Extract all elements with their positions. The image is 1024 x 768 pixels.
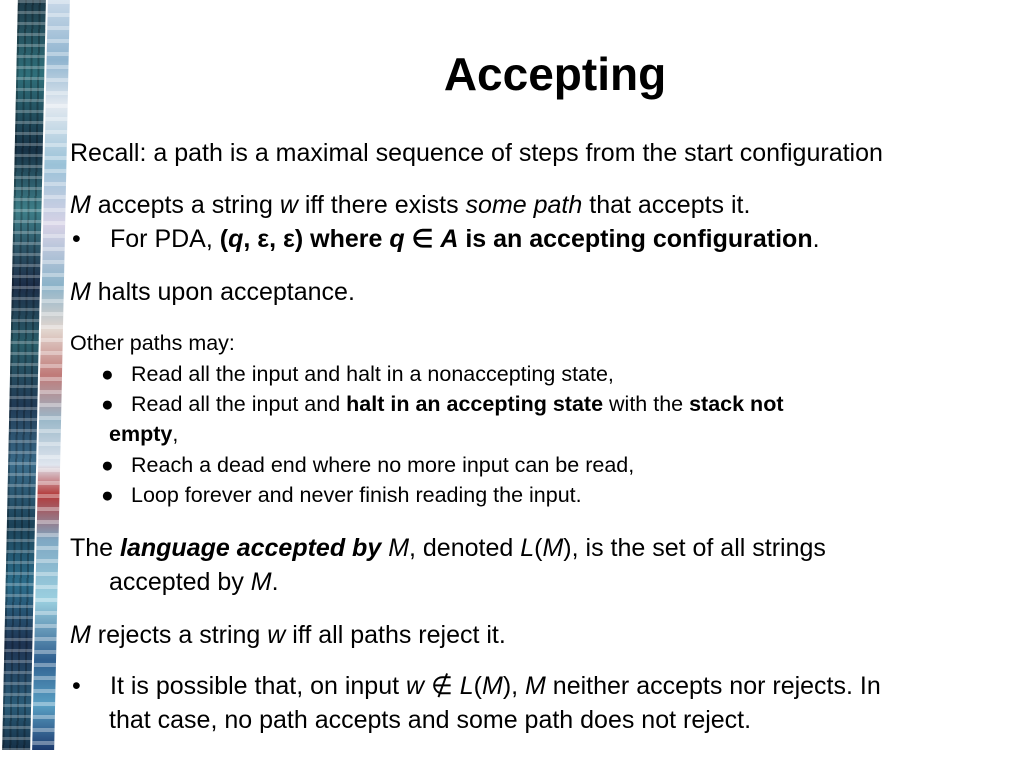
other-path-item-4-text: Loop forever and never finish reading th… [131, 483, 582, 507]
circle-bullet-icon: ● [101, 454, 114, 477]
accepts-line: M accepts a string w iff there exists so… [70, 188, 750, 222]
language-l: L [520, 534, 535, 562]
rejects-text-1: rejects a string [90, 621, 268, 649]
possible-text-1: It is possible that, on input [110, 672, 407, 700]
bullet-mark: • [72, 672, 81, 700]
halts-m: M [70, 278, 91, 306]
circle-bullet-icon: ● [101, 363, 114, 386]
pda-config: (q, ε, ε) where q ∈ A is an accepting co… [220, 225, 813, 253]
pda-bullet-line: •For PDA, (q, ε, ε) where q ∈ A is an ac… [72, 222, 820, 256]
possible-l: L [459, 672, 474, 700]
language-text-5: ), is the set of all strings [563, 534, 826, 562]
language-m: M [388, 534, 410, 562]
item2-text-2: with the [603, 392, 690, 416]
accepts-text-3: that accepts it. [582, 191, 751, 219]
item2-bold-1: halt in an accepting state [346, 392, 604, 416]
pda-open-paren: ( [219, 225, 229, 253]
other-path-item-4: ● Loop forever and never finish reading t… [101, 480, 582, 511]
pda-period: . [812, 225, 820, 253]
pda-q2: q [389, 225, 405, 253]
pda-rest: is an accepting configuration [458, 225, 813, 253]
language-line2b: . [271, 568, 279, 596]
circle-bullet-icon: ● [101, 484, 114, 507]
other-path-item-1-text: Read all the input and halt in a nonacce… [131, 362, 614, 386]
accepts-text-2: iff there exists [297, 191, 466, 219]
other-path-item-3: ● Reach a dead end where no more input ca… [101, 450, 634, 481]
other-path-item-3-text: Reach a dead end where no more input can… [131, 453, 635, 477]
language-text-3: , denoted [409, 534, 521, 562]
other-path-item-1: ● Read all the input and halt in a nonacc… [101, 359, 614, 390]
circle-bullet-icon: ● [101, 393, 114, 416]
possible-text-3: ), [502, 672, 526, 700]
possible-text-4: neither accepts nor rejects. In [545, 672, 881, 700]
some-path-emphasis: some path [465, 191, 583, 219]
pda-epsilons: , ε, ε [243, 225, 295, 253]
possible-line-2: that case, no path accepts and some path… [109, 706, 752, 734]
possible-bullet-line: •It is possible that, on input w ∉ L(M),… [72, 669, 881, 703]
halts-text: halts upon acceptance. [90, 278, 355, 306]
pda-where: ) where [294, 225, 390, 253]
language-line: The language accepted by M, denoted L(M)… [70, 531, 826, 565]
item2-bold-3: empty [109, 422, 173, 446]
bullet-mark: • [72, 225, 81, 253]
language-m2: M [542, 534, 564, 562]
other-path-item-2: ● Read all the input and halt in an accep… [101, 389, 783, 420]
pda-text-1: For PDA, [110, 225, 220, 253]
item2-bold-2: stack not [689, 392, 784, 416]
possible-open-paren: ( [473, 672, 482, 700]
pda-in-symbol: ∈ [404, 225, 441, 253]
language-line-2: accepted by M. [109, 565, 279, 599]
language-text-1: The [70, 534, 121, 562]
slide-title: Accepting [443, 48, 667, 100]
language-accepted-term: language accepted by [120, 534, 382, 562]
possible-m2: M [525, 672, 546, 700]
language-line2a: accepted by [109, 568, 251, 596]
decorative-side-strip [2, 0, 70, 750]
accepts-text-1: accepts a string [90, 191, 280, 219]
possible-w: w [406, 672, 425, 700]
halts-line: M halts upon acceptance. [70, 275, 355, 309]
possible-m: M [481, 672, 503, 700]
recall-text: Recall: a path is a maximal sequence of … [70, 139, 883, 167]
language-open-paren: ( [534, 534, 543, 562]
not-element-symbol: ∉ [424, 672, 460, 700]
item2-text-3: , [172, 422, 179, 446]
rejects-line: M rejects a string w iff all paths rejec… [70, 618, 506, 652]
language-m3: M [250, 568, 272, 596]
other-paths-intro: Other paths may: [70, 331, 235, 355]
machine-m: M [70, 191, 91, 219]
string-w: w [279, 191, 298, 219]
rejects-m: M [70, 621, 91, 649]
rejects-text-2: iff all paths reject it. [285, 621, 506, 649]
rejects-w: w [267, 621, 286, 649]
item2-text-1: Read all the input and [131, 392, 347, 416]
pda-a: A [440, 225, 459, 253]
pda-q: q [228, 225, 244, 253]
other-path-item-2-cont: empty, [109, 419, 178, 449]
recall-line: Recall: a path is a maximal sequence of … [70, 136, 883, 170]
